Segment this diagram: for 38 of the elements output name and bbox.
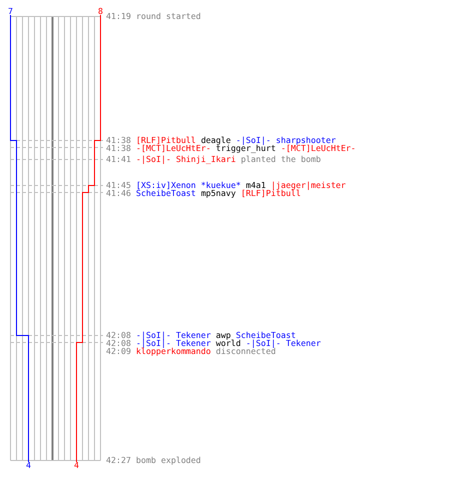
event-text: planted the bomb [240, 155, 321, 163]
weapon-name: trigger_hurt [216, 144, 276, 152]
timestamp: 41:38 [106, 144, 131, 152]
player-name: -|SoI|- Tekener [136, 331, 211, 339]
player-name: klopperkommando [136, 347, 211, 355]
weapon-name: deagle [200, 136, 231, 144]
player-name: |jaeger|meister [270, 181, 346, 189]
player-name: -[MCT]LeUcHtEr- [280, 144, 356, 152]
timestamp: 41:19 [106, 12, 131, 20]
player-name: ScheibeToast [136, 189, 196, 197]
player-name: -|SoI|- Tekener [136, 339, 211, 347]
weapon-name: world [216, 339, 241, 347]
timestamp: 41:41 [106, 155, 131, 163]
player-name: -|SoI|- sharpshooter [236, 136, 336, 144]
player-count: 4 [26, 461, 31, 469]
player-name: [RLF]Pitbull [240, 189, 301, 197]
player-name: -|SoI|- Shinji_Ikari [136, 155, 236, 163]
player-name: [RLF]Pitbull [136, 136, 196, 144]
player-name: -[MCT]LeUcHtEr- [136, 144, 211, 152]
timestamp: 42:08 [106, 339, 131, 347]
player-count: 7 [8, 7, 13, 15]
player-count: 4 [74, 461, 79, 469]
weapon-name: awp [216, 331, 231, 339]
weapon-name: m4a1 [246, 181, 266, 189]
player-name: -|SoI|- Tekener [246, 339, 321, 347]
event-text: bomb exploded [136, 456, 201, 464]
player-name: ScheibeToast [236, 331, 296, 339]
timestamp: 42:08 [106, 331, 131, 339]
timestamp: 41:38 [106, 136, 131, 144]
player-count: 8 [98, 7, 103, 15]
timestamp: 41:46 [106, 189, 131, 197]
timestamp: 41:45 [106, 181, 131, 189]
player-name: [XS:iv]Xenon *kuekue* [136, 181, 241, 189]
timestamp: 42:09 [106, 347, 131, 355]
event-text: round started [136, 12, 201, 20]
event-text: disconnected [216, 347, 276, 355]
timestamp: 42:27 [106, 456, 131, 464]
weapon-name: mp5navy [200, 189, 236, 197]
